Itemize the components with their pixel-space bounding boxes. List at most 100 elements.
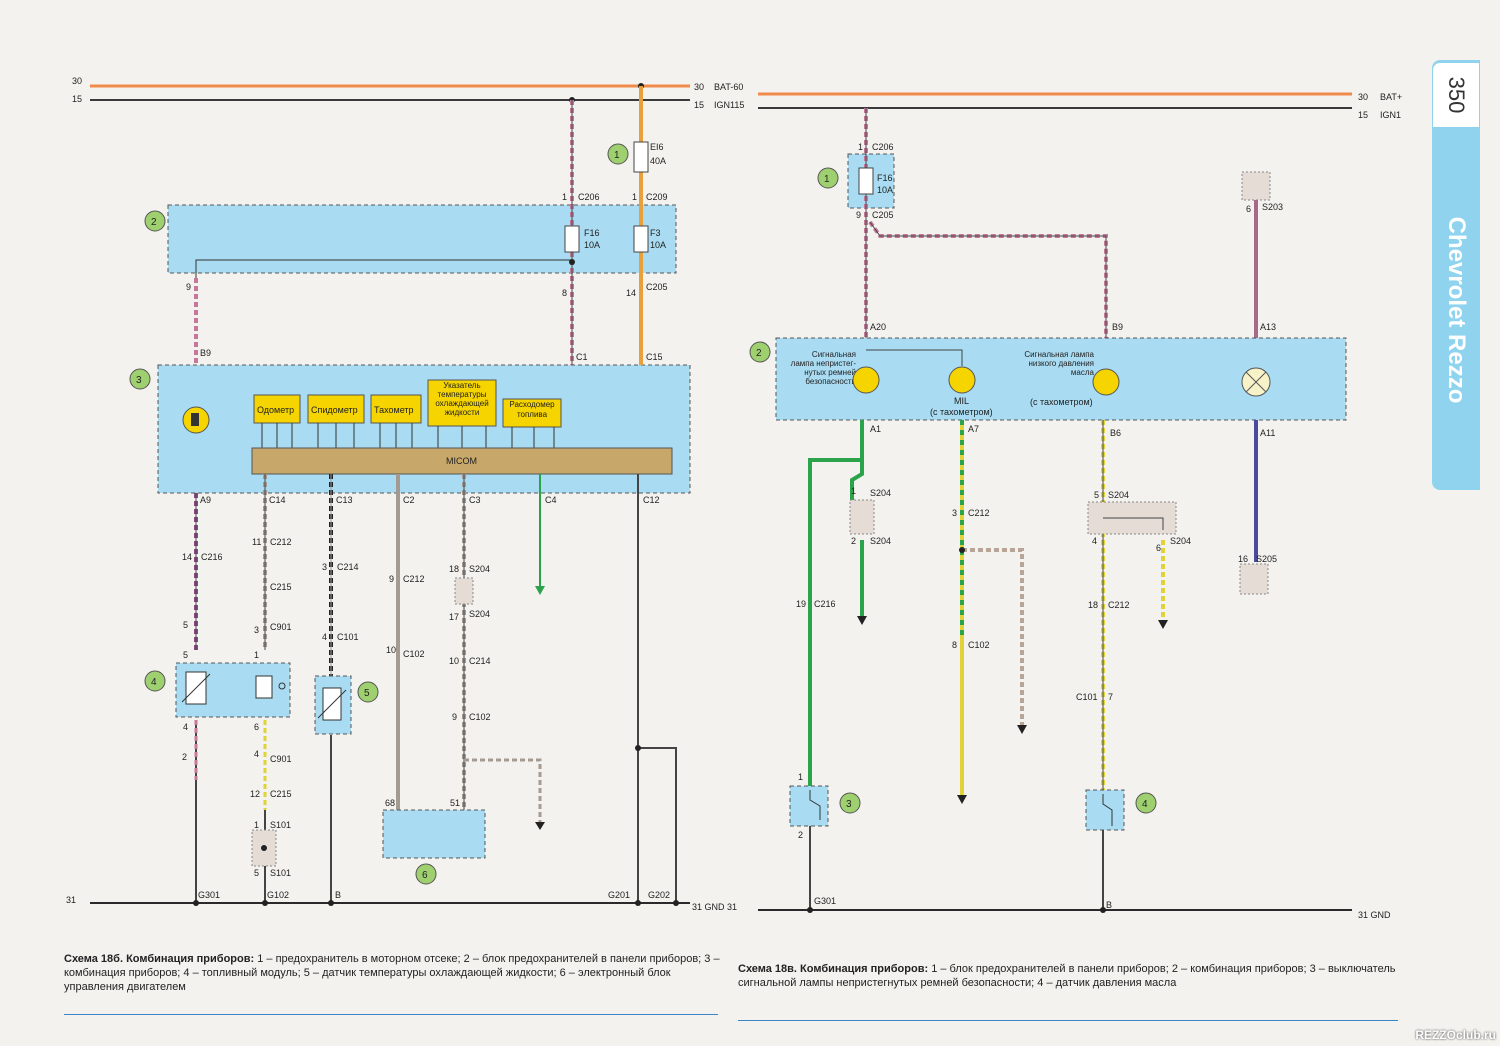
wire-internal (866, 349, 963, 366)
right-callout-2: 2 (749, 341, 771, 363)
left-rail-30-label: 30 (72, 76, 82, 86)
right-callout-4: 4 (1135, 792, 1157, 814)
right-rail-15-name: IGN1 (1380, 110, 1401, 120)
switch-symbol (809, 790, 821, 820)
wire-internal (1103, 517, 1164, 530)
pin-label: 2 (851, 536, 856, 546)
fuse-f16-name: F16 (584, 228, 600, 238)
connector-label: A1 (870, 424, 881, 434)
connector-label: S204 (870, 488, 891, 498)
caption-right: Схема 18в. Комбинация приборов: 1 – блок… (738, 962, 1398, 990)
left-rail-30-right-num: 30 (694, 82, 704, 92)
pin-label: 5 (1094, 490, 1099, 500)
wire-green (850, 420, 864, 500)
svg-text:1: 1 (824, 174, 830, 185)
connector-label: C216 (814, 599, 836, 609)
pin-label: 1 (562, 192, 567, 202)
ground-label: B (1106, 900, 1112, 910)
junction-dot (569, 259, 575, 265)
pin-label: 12 (250, 789, 260, 799)
connector-label: C206 (872, 142, 894, 152)
divider (738, 1020, 1398, 1021)
pin-label: 9 (856, 210, 861, 220)
connector-label: C4 (545, 495, 557, 505)
splice-s204 (454, 577, 474, 605)
pin-label: 18 (449, 564, 459, 574)
pin-label: 1 (858, 142, 863, 152)
connector-label: S204 (469, 564, 490, 574)
connector-label: A11 (1260, 428, 1275, 438)
wire-pink (868, 220, 1108, 338)
left-rail-15-right-name: IGN115 (714, 100, 744, 110)
junction-dot (261, 845, 267, 851)
junction-dot (1100, 907, 1106, 913)
fuse-f3-rating: 10A (650, 240, 666, 250)
connector-label: S205 (1256, 554, 1277, 564)
switch-contact (278, 682, 286, 690)
gauge-tachometer: Тахометр (370, 394, 422, 424)
wire-gray (962, 548, 1024, 725)
pin-label: 3 (952, 508, 957, 518)
connector-label: A13 (1260, 322, 1276, 332)
callout-3: 3 (129, 368, 151, 390)
caption-left: Схема 18б. Комбинация приборов: 1 – пред… (64, 952, 724, 994)
fuse-ei6 (633, 141, 649, 173)
ground-label: B (335, 890, 341, 900)
pin-label: 10 (386, 645, 396, 655)
pin-label: 5 (183, 620, 188, 630)
pin-label: 9 (389, 574, 394, 584)
gauge-leads (261, 423, 555, 448)
junction-dot (959, 547, 965, 553)
ground-label: G301 (198, 890, 220, 900)
svg-text:Тахометр: Тахометр (374, 405, 414, 415)
switch-symbol (1102, 794, 1113, 826)
caption-left-title: Схема 18б. Комбинация приборов: (64, 953, 255, 965)
svg-text:Спидометр: Спидометр (311, 405, 358, 415)
ground-dots (193, 900, 679, 906)
arrow-head (1158, 620, 1168, 629)
pin-label: 3 (322, 562, 327, 572)
mil-label: MIL (954, 396, 969, 406)
side-tab (1432, 60, 1480, 490)
fuel-pump-glyph (191, 413, 199, 426)
connector-label: S204 (1170, 536, 1191, 546)
caption-right-title: Схема 18в. Комбинация приборов: (738, 963, 929, 975)
fuse-ei6-name: EI6 (650, 142, 664, 152)
mil-lamp-icon (948, 366, 976, 394)
pin-label: 17 (449, 612, 459, 622)
pin-label: 51 (450, 798, 460, 808)
gauge-odometer: Одометр (253, 394, 301, 424)
connector-label: S204 (870, 536, 891, 546)
svg-text:5: 5 (364, 688, 370, 699)
pin-label: 11 (252, 537, 261, 547)
right-rail-30-name: BAT+ (1380, 92, 1402, 102)
pin-label: 1 (798, 772, 803, 782)
pin-label: 4 (254, 749, 259, 759)
wire-gray (464, 758, 542, 822)
pin-label: 8 (952, 640, 957, 650)
fuel-pump-switch (255, 675, 273, 699)
sensor-arrow (181, 673, 211, 703)
fuse-ei6-rating: 40A (650, 156, 666, 166)
callout-2: 2 (144, 210, 166, 232)
caption-right-text: 1 – блок предохранителей в панели прибор… (738, 963, 1396, 989)
pin-label: 8 (562, 288, 567, 298)
connector-label: C102 (469, 712, 491, 722)
pin-label: 4 (183, 722, 188, 732)
right-fuse-f16 (858, 167, 874, 195)
right-callout-1: 1 (817, 167, 839, 189)
pin-label: 1 (254, 820, 259, 830)
pin-label: 4 (322, 632, 327, 642)
svg-text:2: 2 (756, 348, 762, 359)
gauge-speedometer: Спидометр (307, 394, 365, 424)
ground-label: G102 (267, 890, 289, 900)
splice-s205 (1239, 563, 1269, 595)
connector-label: C12 (643, 495, 660, 505)
callout-4: 4 (144, 670, 166, 692)
connector-label: A20 (870, 322, 886, 332)
connector-label: C215 (270, 789, 292, 799)
pin-label: 2 (182, 752, 187, 762)
pin-label: 68 (385, 798, 395, 808)
watermark: REZZOclub.ru (1415, 1028, 1496, 1042)
seat-belt-lamp-icon (852, 366, 880, 394)
